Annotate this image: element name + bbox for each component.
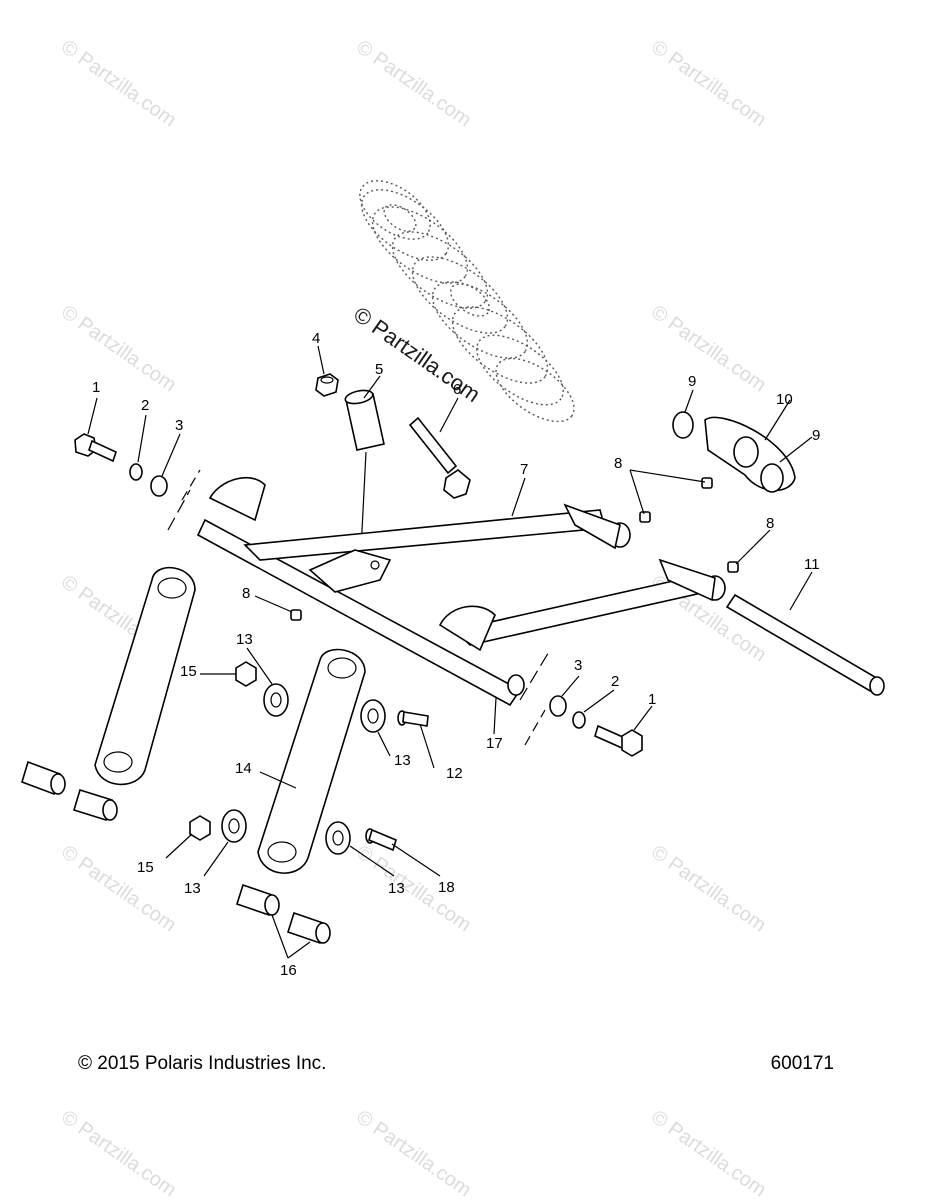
callout-6: 6 xyxy=(453,381,461,398)
callout-8: 8 xyxy=(242,585,250,602)
callout-15: 15 xyxy=(180,663,197,680)
bushing-part-5 xyxy=(344,389,385,571)
bolt-part-1 xyxy=(594,724,643,757)
nut-part-15 xyxy=(189,661,257,841)
watermark: © Partzilla.com xyxy=(57,36,180,131)
washer-part-2 xyxy=(572,711,586,729)
washer-part-3 xyxy=(549,695,567,717)
callout-1: 1 xyxy=(648,691,656,708)
callout-3: 3 xyxy=(574,657,582,674)
link-arm-part-14 xyxy=(257,648,366,874)
callout-12: 12 xyxy=(446,765,463,782)
callout-13: 13 xyxy=(394,752,411,769)
watermark: © Partzilla.com xyxy=(647,301,770,396)
callout-9: 9 xyxy=(688,373,696,390)
watermark: © Partzilla.com xyxy=(57,841,180,936)
washer-part-13 xyxy=(221,683,386,855)
callout-9: 9 xyxy=(812,427,820,444)
callout-8: 8 xyxy=(614,455,622,472)
callout-5: 5 xyxy=(375,361,383,378)
washer-part-3 xyxy=(150,475,168,497)
callout-labels: 1 2 3 4 5 6 7 8 8 8 9 9 10 11 12 13 13 1… xyxy=(92,330,820,979)
bolt-part-1 xyxy=(74,433,117,463)
callout-18: 18 xyxy=(438,879,455,896)
callout-13: 13 xyxy=(388,880,405,897)
bushing-part-16 xyxy=(236,883,331,945)
callout-16: 16 xyxy=(280,962,297,979)
washer-part-2 xyxy=(129,463,143,481)
callout-7: 7 xyxy=(520,461,528,478)
grease-fitting-part-8 xyxy=(290,477,739,621)
callout-2: 2 xyxy=(611,673,619,690)
callout-2: 2 xyxy=(141,397,149,414)
shaft-part-11 xyxy=(725,593,885,696)
callout-3: 3 xyxy=(175,417,183,434)
watermark: © Partzilla.com xyxy=(352,841,475,936)
copyright-text: © 2015 Polaris Industries Inc. xyxy=(78,1053,327,1074)
watermark: © Partzilla.com xyxy=(352,1106,475,1200)
callout-15: 15 xyxy=(137,859,154,876)
watermark: © Partzilla.com xyxy=(57,1106,180,1200)
bolt-part-6 xyxy=(408,416,471,499)
leader-lines xyxy=(87,345,813,959)
bushing-pair-left xyxy=(21,760,118,822)
watermark: © Partzilla.com xyxy=(647,841,770,936)
diagram-reference-number: 600171 xyxy=(770,1053,834,1074)
watermark: © Partzilla.com xyxy=(647,1106,770,1200)
a-arm-icon xyxy=(196,476,726,707)
mount-part-10 xyxy=(672,411,796,493)
callout-13: 13 xyxy=(184,880,201,897)
watermark: © Partzilla.com xyxy=(352,36,475,131)
callout-10: 10 xyxy=(776,391,793,408)
callout-17: 17 xyxy=(486,735,503,752)
watermark: © Partzilla.com xyxy=(647,36,770,131)
callout-4: 4 xyxy=(312,330,320,347)
link-arm-icon xyxy=(94,566,196,786)
callout-8: 8 xyxy=(766,515,774,532)
watermark: © Partzilla.com xyxy=(57,301,180,396)
callout-13: 13 xyxy=(236,631,253,648)
callout-14: 14 xyxy=(235,760,252,777)
pin-part-12 xyxy=(397,710,429,727)
callout-1: 1 xyxy=(92,379,100,396)
callout-11: 11 xyxy=(804,556,820,573)
nut-part-4 xyxy=(315,373,339,397)
pin-part-18 xyxy=(365,828,397,852)
